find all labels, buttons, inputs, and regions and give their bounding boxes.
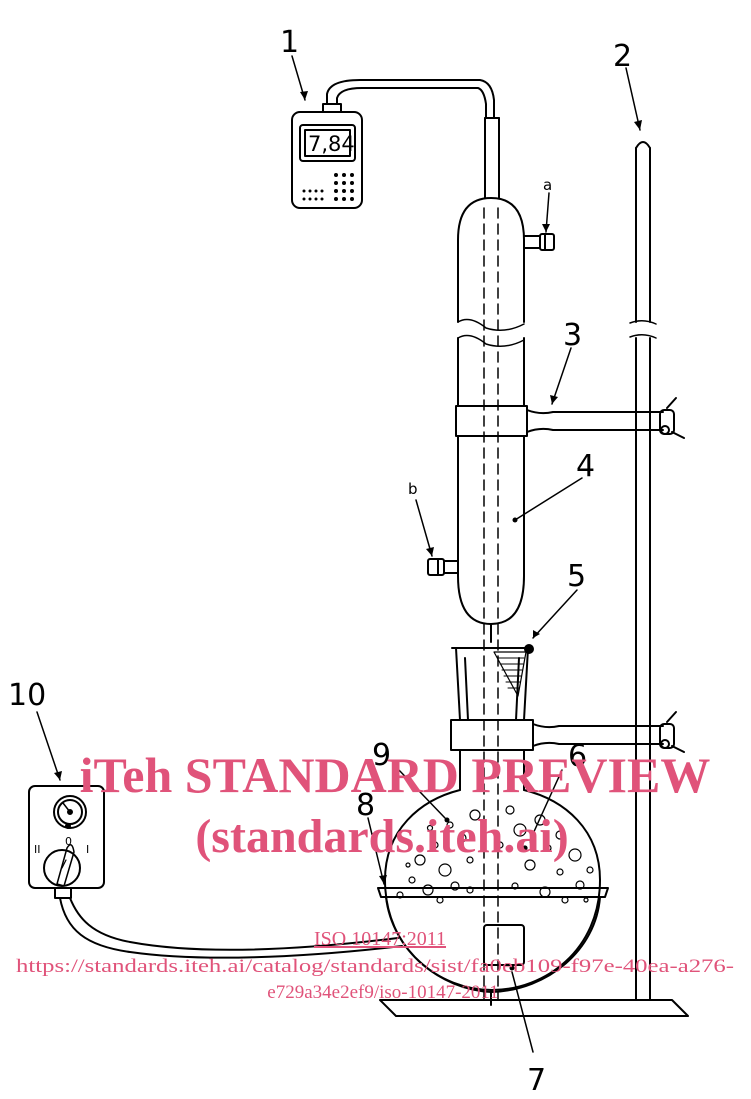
heating-mantle bbox=[377, 887, 609, 993]
label-7: 7 bbox=[527, 1063, 546, 1095]
label-a: a bbox=[543, 176, 552, 194]
boiling-bubbles bbox=[396, 805, 594, 904]
label-5: 5 bbox=[567, 559, 586, 594]
label-2: 2 bbox=[613, 39, 632, 74]
label-1: 1 bbox=[280, 25, 299, 60]
label-6: 6 bbox=[568, 739, 587, 774]
switch-pos-1: I bbox=[86, 843, 89, 856]
label-9: 9 bbox=[372, 738, 391, 773]
switch-pos-off: 0 bbox=[65, 835, 72, 848]
watermark-standard: ISO 10147:2011 bbox=[314, 928, 446, 950]
meter-display: 7,84 bbox=[308, 132, 355, 156]
electrode-dashed bbox=[483, 207, 499, 1001]
controller bbox=[28, 785, 105, 899]
watermark-subtitle: (standards.iteh.ai) bbox=[195, 810, 568, 863]
stand-base bbox=[379, 999, 689, 1017]
label-10: 10 bbox=[8, 678, 46, 713]
watermark-url-line2: e729a34e2ef9/iso-10147-2011 bbox=[267, 982, 498, 1003]
label-3: 3 bbox=[563, 318, 582, 353]
sample-pouch bbox=[483, 924, 525, 1006]
watermark-title: iTeh STANDARD PREVIEW bbox=[80, 747, 711, 803]
flask-neck bbox=[459, 749, 525, 791]
beaker bbox=[451, 644, 534, 721]
label-b: b bbox=[408, 480, 418, 498]
switch-pos-2: II bbox=[34, 843, 41, 856]
condenser bbox=[427, 117, 555, 643]
leader-arrowheads bbox=[54, 91, 642, 971]
leader-lines bbox=[36, 55, 641, 1053]
lower-clamp bbox=[450, 711, 685, 753]
stand-rod bbox=[629, 141, 657, 1001]
label-8: 8 bbox=[356, 788, 375, 823]
meter-cable bbox=[326, 79, 495, 119]
watermark-url-line1: https://standards.iteh.ai/catalog/standa… bbox=[16, 956, 734, 977]
power-cable bbox=[59, 897, 403, 959]
ph-meter bbox=[291, 103, 363, 209]
upper-clamp bbox=[455, 397, 685, 439]
label-4: 4 bbox=[576, 449, 595, 484]
